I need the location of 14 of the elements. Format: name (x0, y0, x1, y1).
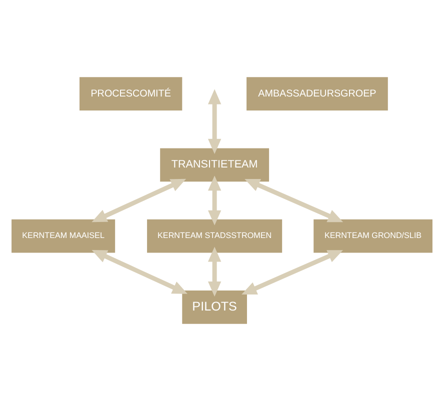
arrow (244, 178, 344, 222)
node-box: KERNTEAM GROND/SLIB (314, 218, 432, 252)
node-box: KERNTEAM MAAISEL (12, 218, 116, 252)
node-box: AMBASSADEURSGROEP (246, 76, 388, 110)
arrow (208, 88, 222, 154)
arrow (208, 246, 222, 296)
node-box: PILOTS (182, 290, 247, 324)
arrow (92, 178, 186, 222)
node-box: PROCESCOMITÉ (80, 76, 182, 110)
node-box: KERNTEAM STADSSTROMEN (147, 218, 282, 252)
node-box: TRANSITIETEAM (160, 148, 270, 182)
arrow (92, 250, 188, 294)
arrow (208, 175, 222, 225)
arrow (242, 250, 343, 294)
